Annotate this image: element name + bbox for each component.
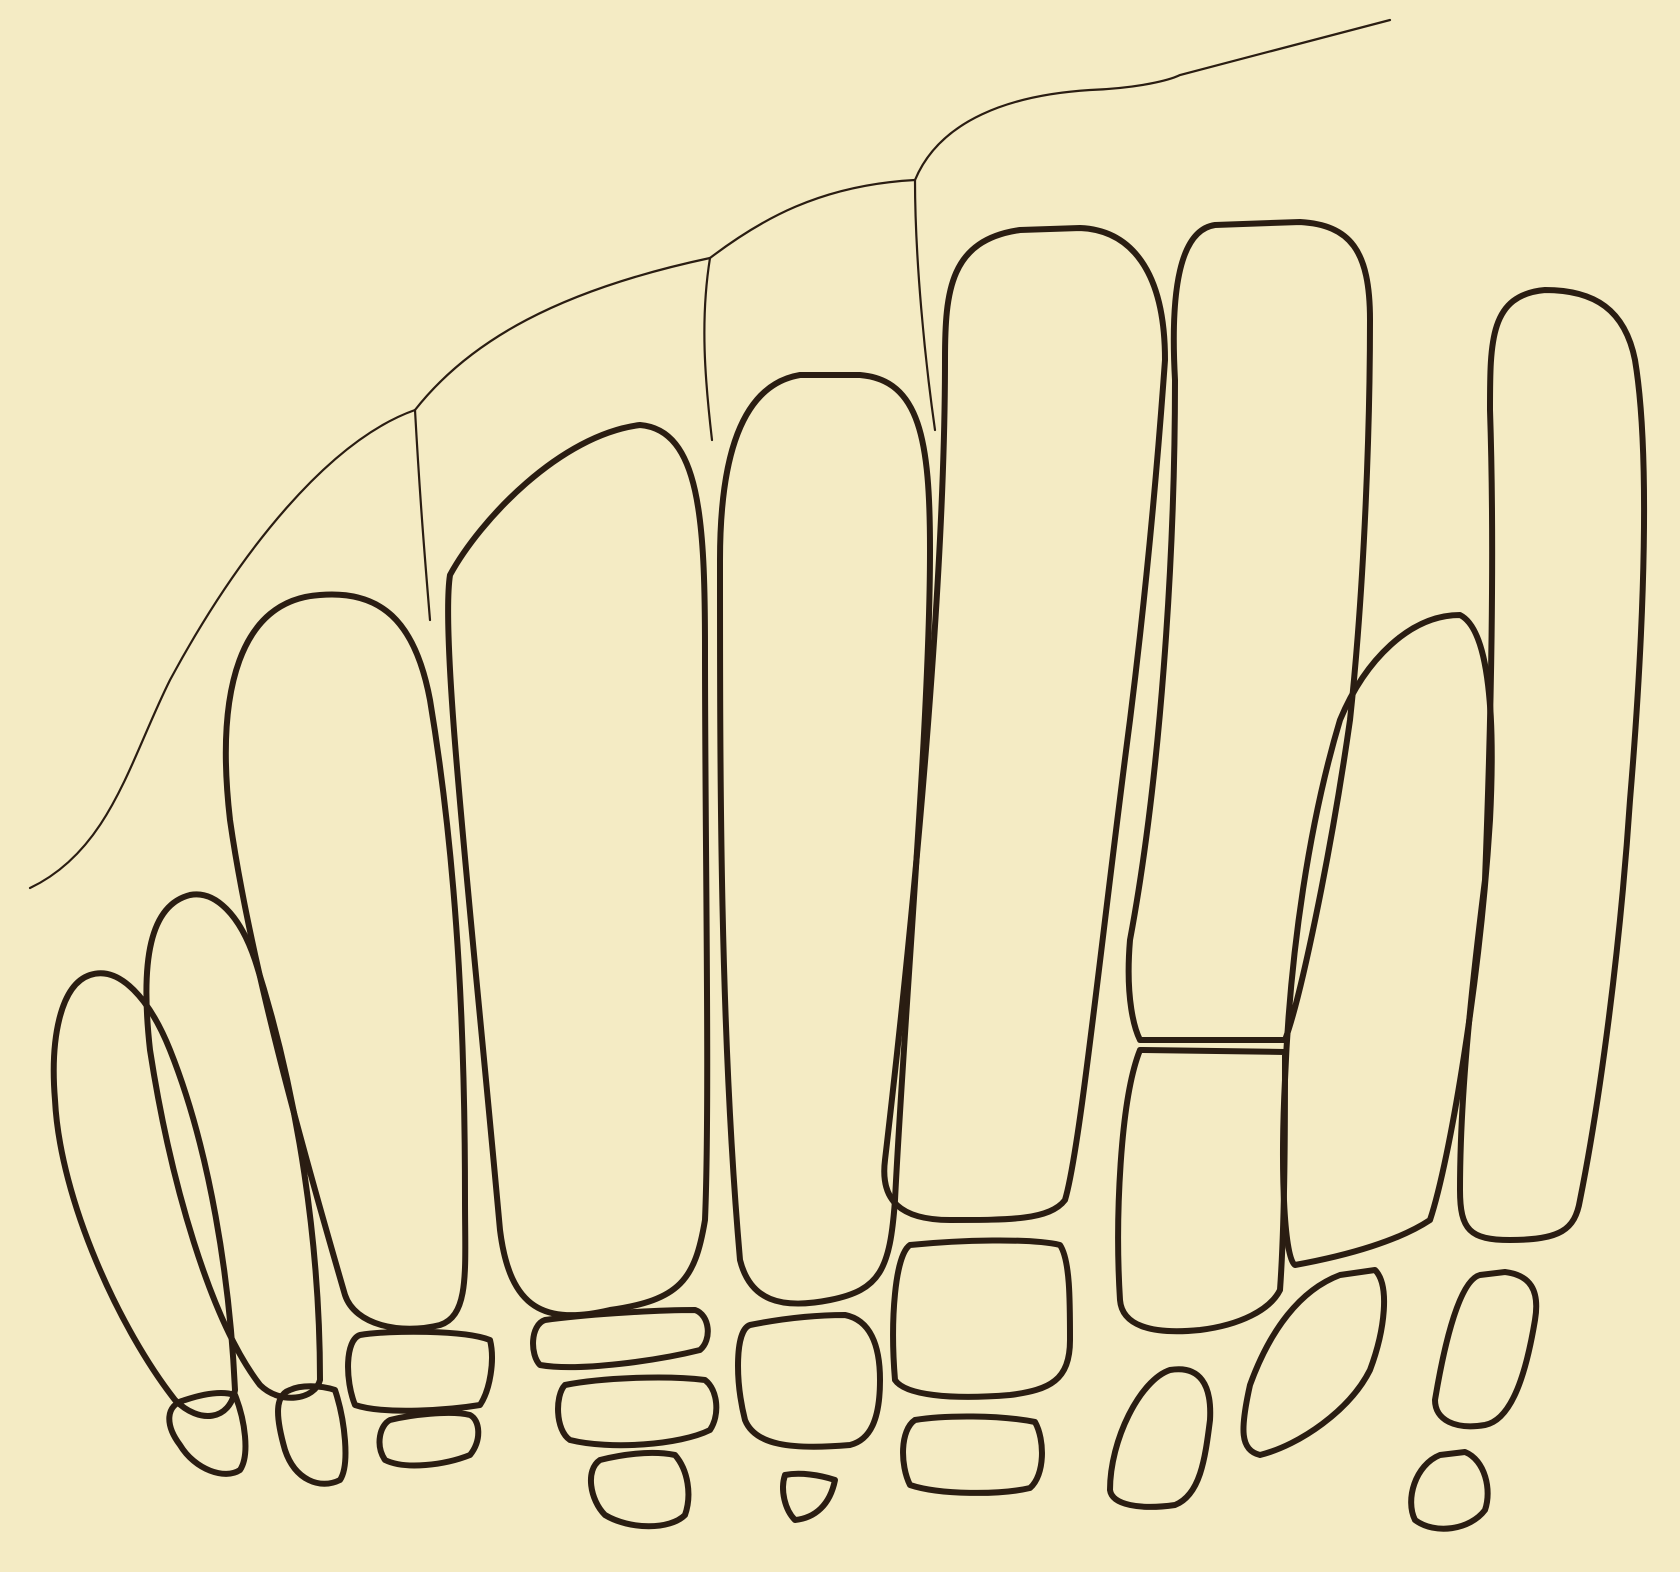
basal-cell-4 — [380, 1413, 479, 1466]
basal-cell-12 — [1110, 1369, 1210, 1507]
upper-cell-row — [54, 222, 1644, 1416]
basal-cell-row-1 — [169, 1240, 1070, 1526]
basal-cell-9 — [783, 1474, 835, 1520]
basal-cell-6 — [558, 1378, 716, 1446]
basal-cell-15 — [1411, 1452, 1487, 1529]
basal-cell-13 — [1243, 1270, 1384, 1455]
basal-cell-7 — [591, 1453, 688, 1526]
outer-wall-right — [915, 20, 1390, 180]
basal-cell-3 — [348, 1332, 492, 1411]
cell-column-9 — [1460, 290, 1644, 1240]
column-7-lower — [1118, 1050, 1285, 1331]
outer-wall-divider-1 — [415, 410, 430, 620]
outer-wall-divider-2 — [704, 258, 712, 440]
cell-column-3 — [226, 594, 465, 1328]
outer-wall-middle-right — [710, 180, 915, 258]
basal-cell-5 — [533, 1310, 708, 1367]
outer-wall-left — [30, 410, 415, 888]
cell-column-6 — [884, 228, 1165, 1220]
outer-wall-middle-left — [415, 258, 710, 410]
cell-column-1 — [54, 973, 235, 1416]
basal-cell-11 — [903, 1416, 1042, 1492]
basal-cell-2 — [278, 1386, 345, 1484]
basal-cell-8 — [738, 1315, 880, 1447]
basal-cell-row-2 — [1110, 1270, 1536, 1529]
cell-column-4 — [448, 425, 707, 1315]
outer-wall-lines — [30, 20, 1390, 888]
cell-column-5 — [720, 375, 930, 1304]
basal-cell-10 — [893, 1240, 1070, 1396]
cell-column-7-lower — [1118, 1050, 1285, 1331]
outer-wall-divider-3 — [915, 180, 935, 430]
basal-cell-14 — [1435, 1272, 1536, 1426]
